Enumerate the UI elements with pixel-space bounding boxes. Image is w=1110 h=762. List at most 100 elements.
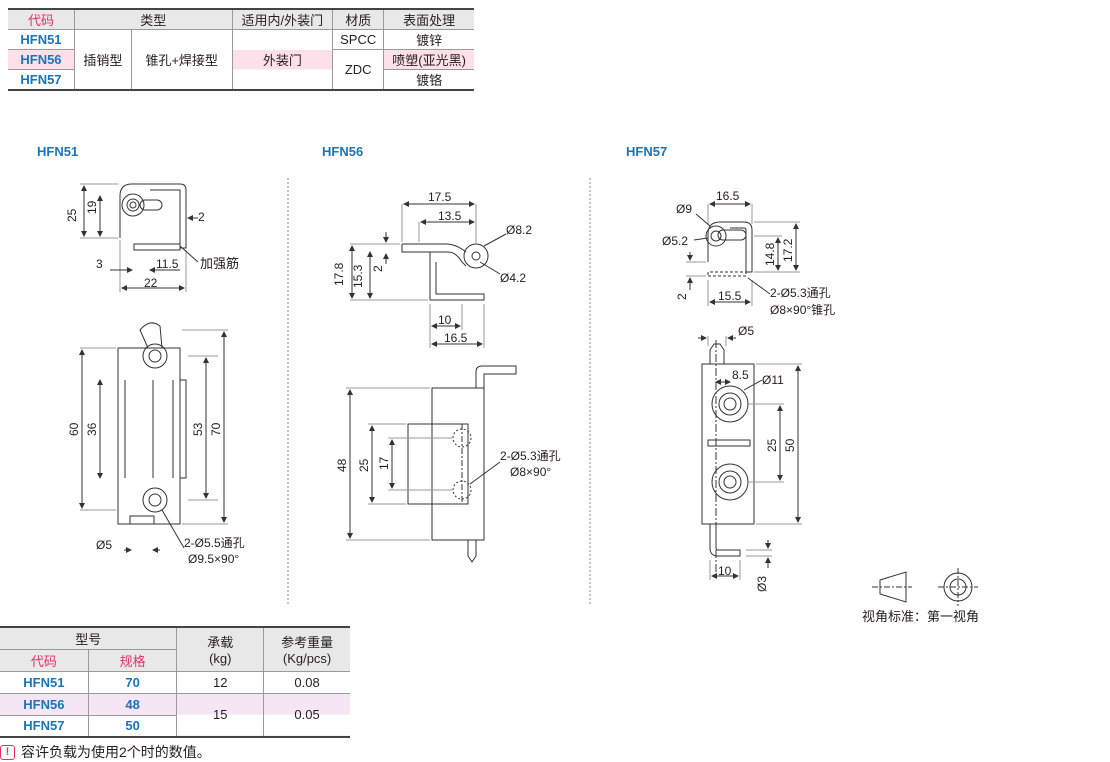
header-load-label: 承载 [207, 635, 234, 651]
first-angle-projection-icon [872, 568, 978, 606]
hfn56-front-view [346, 365, 517, 563]
hfn57-front-labels: Ø5 8.5 Ø11 25 50 10 Ø3 [718, 324, 797, 592]
dim-label: 3 [96, 257, 103, 271]
dim-label: 15.5 [718, 289, 742, 303]
header-finish: 表面处理 [383, 9, 474, 30]
dim-label: 16.5 [444, 331, 468, 345]
material-cell: ZDC [332, 49, 384, 91]
code-cell: HFN57 [0, 715, 89, 738]
hfn57-top-labels: Ø9 16.5 Ø5.2 14.8 17.2 2 15.5 2-Ø5.3通孔 Ø… [662, 189, 835, 317]
dim-label: 加强筋 [200, 256, 239, 271]
dim-label: Ø9 [676, 202, 692, 216]
hfn51-front-labels: 60 36 53 70 Ø5 2-Ø5.5通孔 Ø9.5×90° [67, 422, 245, 566]
load-table: 型号 承载 (kg) 参考重量 (Kg/pcs) 代码 规格 HFN51 70 … [0, 626, 350, 738]
dim-label: Ø8×90° [510, 465, 551, 479]
spec-table: 代码 类型 适用内/外装门 材质 表面处理 HFN51 插销型 锥孔+焊接型 外… [8, 8, 474, 91]
dim-label: 2-Ø5.3通孔 [770, 286, 831, 300]
header-load-unit: (kg) [209, 651, 232, 667]
header-code: 代码 [8, 9, 75, 30]
hfn56-top-labels: 17.5 13.5 Ø8.2 17.8 15.3 2 Ø4.2 10 16.5 [332, 190, 532, 345]
dim-label: Ø11 [762, 373, 784, 387]
weight-cell: 0.05 [263, 693, 350, 738]
load-cell: 12 [176, 671, 264, 694]
dim-label: 22 [144, 276, 158, 290]
code-cell: HFN57 [8, 69, 75, 91]
dim-label: Ø8.2 [506, 223, 532, 237]
header-weight: 参考重量 (Kg/pcs) [263, 627, 350, 672]
load-cell: 15 [176, 693, 264, 738]
drawing-title-hfn56: HFN56 [322, 144, 364, 159]
drawing-title-hfn51: HFN51 [37, 144, 79, 159]
spec-cell: 50 [87, 715, 177, 738]
header-type: 类型 [73, 9, 232, 30]
finish-cell: 喷塑(亚光黑) [383, 49, 474, 70]
code-cell: HFN56 [0, 693, 89, 716]
dim-label: 60 [67, 422, 81, 436]
dim-label: Ø5 [96, 538, 112, 552]
hfn56-top-view [349, 201, 507, 348]
dim-label: 2 [198, 210, 205, 224]
hfn56-front-labels: 48 25 17 2-Ø5.3通孔 Ø8×90° [335, 449, 561, 479]
header-material: 材质 [332, 9, 384, 30]
code-cell: HFN51 [8, 29, 75, 50]
material-cell: SPCC [332, 29, 384, 50]
finish-cell: 镀锌 [383, 29, 474, 50]
dim-label: 2 [675, 293, 689, 300]
dim-label: 48 [335, 458, 349, 472]
hfn57-top-view [686, 201, 800, 306]
alert-icon: ! [0, 744, 15, 760]
door-cell: 外装门 [231, 29, 333, 91]
dim-label: 53 [191, 422, 205, 436]
view-standard-label: 视角标准：第一视角 [862, 609, 980, 624]
dim-label: 14.8 [763, 242, 777, 266]
weight-cell: 0.08 [263, 671, 350, 694]
load-note: ! 容许负载为使用2个时的数值。 [0, 742, 211, 762]
dim-label: 50 [783, 438, 797, 452]
dim-label: 2-Ø5.3通孔 [500, 449, 561, 463]
dim-label: 10 [438, 313, 452, 327]
hfn51-top-view [80, 183, 199, 292]
header-model: 型号 [0, 627, 177, 650]
dim-label: 17 [377, 456, 391, 470]
hfn51-top-labels: 25 19 2 3 11.5 22 加强筋 [65, 200, 239, 290]
header-weight-label: 参考重量 [281, 635, 334, 651]
dim-label: Ø3 [755, 576, 769, 592]
dim-label: 11.5 [156, 257, 179, 271]
code-cell: HFN51 [0, 671, 89, 694]
header-spec: 规格 [87, 649, 177, 672]
dim-label: Ø5 [738, 324, 754, 338]
dim-label: 2-Ø5.5通孔 [184, 536, 245, 550]
dim-label: 19 [85, 200, 99, 214]
finish-cell: 镀铬 [383, 69, 474, 91]
dim-label: 17.2 [781, 238, 795, 262]
load-note-text: 容许负载为使用2个时的数值。 [21, 744, 211, 760]
drawing-title-hfn57: HFN57 [626, 144, 668, 159]
dim-label: 25 [357, 458, 371, 472]
dim-label: 25 [765, 438, 779, 452]
dim-label: Ø5.2 [662, 234, 688, 248]
dim-label: 25 [65, 208, 79, 222]
dim-label: Ø9.5×90° [188, 552, 239, 566]
spec-cell: 48 [87, 693, 177, 716]
header-code: 代码 [0, 649, 89, 672]
dim-label: 15.3 [351, 264, 365, 288]
dim-label: 70 [209, 422, 223, 436]
spec-cell: 70 [87, 671, 177, 694]
header-weight-unit: (Kg/pcs) [282, 651, 332, 667]
type1-cell: 插销型 [73, 29, 132, 91]
dim-label: 10 [718, 564, 732, 578]
header-load: 承载 (kg) [176, 627, 264, 672]
type2-cell: 锥孔+焊接型 [130, 29, 232, 91]
dim-label: Ø4.2 [500, 271, 526, 285]
dim-label: 2 [371, 265, 385, 272]
dim-label: 36 [85, 422, 99, 436]
code-cell: HFN56 [8, 49, 75, 70]
dim-label: 8.5 [732, 368, 749, 382]
hfn51-front-view [79, 322, 228, 553]
dim-label: Ø8×90°锥孔 [770, 303, 835, 317]
header-door: 适用内/外装门 [231, 9, 333, 30]
dim-label: 13.5 [438, 209, 462, 223]
dim-label: 17.5 [428, 190, 452, 204]
dim-label: 16.5 [716, 189, 740, 203]
